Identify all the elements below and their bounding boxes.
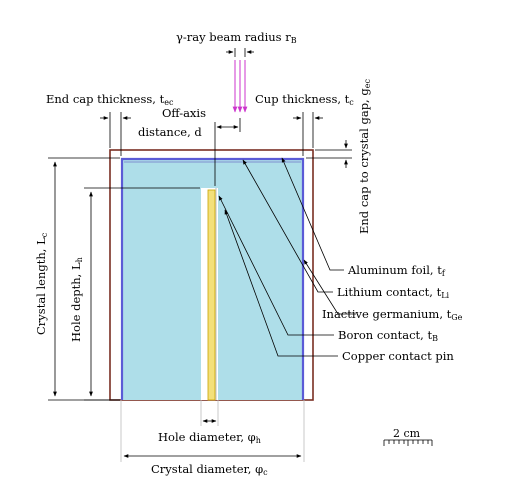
off-axis-label-line2: distance, d: [138, 125, 202, 139]
copper-label: Copper contact pin: [342, 349, 454, 363]
crystal-length-label: Crystal length, Lc: [34, 232, 49, 335]
lithium-leader: [242, 159, 333, 293]
boron-label: Boron contact, tB: [338, 328, 438, 343]
scale-bar-label: 2 cm: [393, 427, 421, 440]
scale-bar: [383, 439, 433, 446]
crystal-diameter-label: Crystal diameter, φc: [151, 462, 268, 477]
lithium-label: Lithium contact, tLi: [337, 285, 450, 300]
end-cap-label: End cap thickness, tec: [46, 92, 174, 107]
inactive-leader: [303, 259, 356, 315]
boron-leader: [218, 195, 334, 336]
off-axis-label-line1: Off-axis: [162, 106, 206, 120]
beam-radius-label: γ-ray beam radius rB: [176, 30, 297, 45]
hole-depth-label: Hole depth, Lh: [69, 257, 84, 342]
copper-contact-pin: [207, 189, 216, 401]
aluminum-leader: [281, 157, 344, 271]
hole-diameter-label: Hole diameter, φh: [158, 430, 261, 445]
inactive-label: Inactive germanium, tGe: [322, 307, 463, 322]
cup-label: Cup thickness, tc: [255, 92, 354, 107]
lithium-contact: [120, 157, 305, 400]
aluminum-label: Aluminum foil, tf: [347, 263, 446, 278]
copper-leader: [224, 209, 338, 357]
gap-label: End cap to crystal gap, gec: [357, 79, 372, 234]
